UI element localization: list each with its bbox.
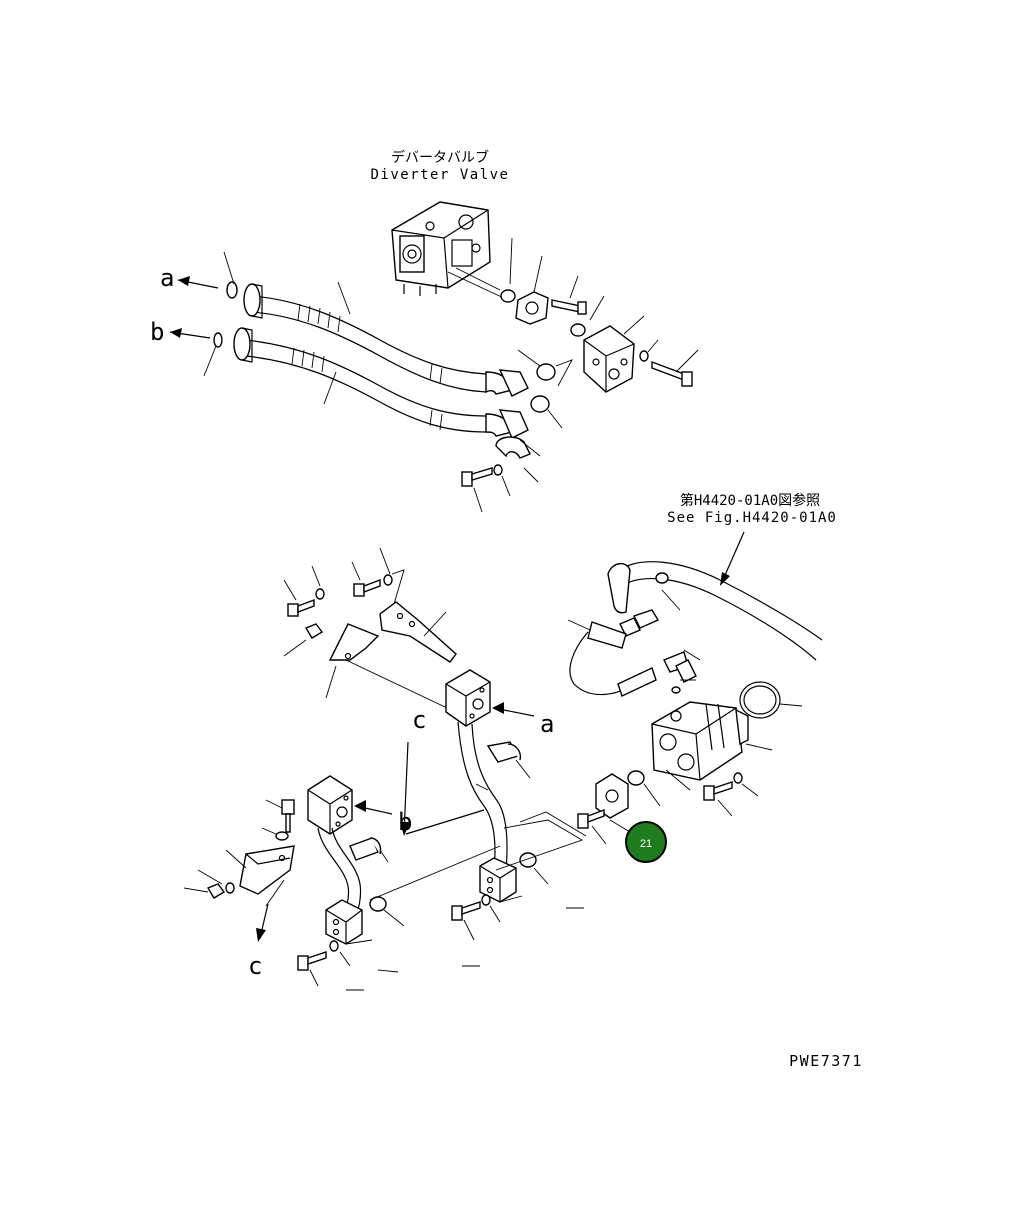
- bolt-right-upper: [651, 360, 693, 387]
- hose-small: [569, 621, 657, 697]
- block-fitting-a: [445, 669, 491, 727]
- flange-block-a-bottom: [479, 857, 517, 903]
- o-ring-hose-b: [213, 332, 223, 348]
- callout-21-number: 21: [640, 838, 652, 850]
- bolt-flange-pump: [577, 808, 605, 829]
- hose-b: [245, 339, 529, 439]
- washer-upper: [639, 350, 649, 362]
- hose-a: [251, 295, 529, 397]
- bolt-left-upper: [281, 799, 295, 833]
- washer-mid-1: [315, 588, 325, 600]
- bracket-left: [239, 845, 295, 895]
- diverter-valve: [391, 201, 509, 301]
- bolt-b-lower: [297, 951, 327, 971]
- ref-c-mid: c: [412, 706, 426, 734]
- ref-b-top: b: [150, 318, 164, 346]
- bracket-lower: [328, 623, 380, 661]
- nut-left: [206, 883, 226, 899]
- washer-mid-2: [383, 574, 393, 586]
- ref-a-mid: a: [540, 710, 554, 738]
- flange-block-b-bottom: [325, 899, 363, 945]
- washer-left-upper: [275, 831, 289, 841]
- o-ring-small: [500, 289, 516, 303]
- o-ring-a-bottom: [519, 852, 537, 868]
- hydraulic-pump: [651, 701, 749, 781]
- drawing-number: PWE7371: [789, 1052, 863, 1070]
- ref-c-bottom: c: [248, 952, 262, 980]
- bolt-mid-1: [287, 598, 315, 617]
- ref-a-top: a: [160, 264, 174, 292]
- pump-o-ring-large: [739, 681, 781, 719]
- clamp-a: [486, 741, 522, 763]
- return-pipe: [607, 561, 823, 661]
- washer-a-lower: [481, 894, 491, 906]
- split-flange-pump: [595, 773, 629, 819]
- o-ring-a: [570, 323, 586, 337]
- o-ring-pump: [627, 770, 645, 786]
- bolt-pump: [703, 781, 733, 801]
- bolt-a-lower: [451, 901, 481, 921]
- bolt-mid-2: [353, 578, 381, 597]
- pipe-a: [457, 721, 508, 871]
- ref-b-mid: b: [398, 808, 412, 836]
- washer-left-lower: [225, 882, 235, 894]
- see-fig-label-jp: 第H4420-01A0図参照: [680, 492, 820, 509]
- o-ring-hose-a: [226, 281, 238, 299]
- bolt-clamp: [461, 467, 493, 487]
- bracket-upper: [379, 601, 457, 663]
- o-ring-c: [530, 395, 550, 413]
- u-clamp: [495, 436, 541, 459]
- diverter-valve-label-jp: デバータバルブ: [391, 149, 489, 166]
- o-ring-b: [536, 363, 556, 381]
- nut-mid: [304, 623, 324, 639]
- block-fitting-upper: [583, 325, 635, 393]
- washer-b-lower: [329, 940, 339, 952]
- diverter-valve-label-en: Diverter Valve: [370, 167, 509, 183]
- elbow-fitting-right: [663, 651, 697, 683]
- washer-pump: [733, 772, 743, 784]
- clamp-b: [349, 837, 382, 861]
- washer-clamp: [493, 464, 503, 476]
- adapter-elbow: [619, 609, 660, 637]
- see-fig-label-en: See Fig.H4420-01A0: [667, 510, 837, 526]
- callout-21[interactable]: 21: [625, 821, 667, 863]
- o-ring-pump-top: [671, 686, 681, 694]
- hose-flange-a: [243, 283, 263, 319]
- split-flange-upper: [515, 291, 549, 325]
- bolt-upper: [551, 299, 587, 315]
- block-fitting-b: [307, 775, 353, 835]
- hose-flange-b: [233, 327, 253, 363]
